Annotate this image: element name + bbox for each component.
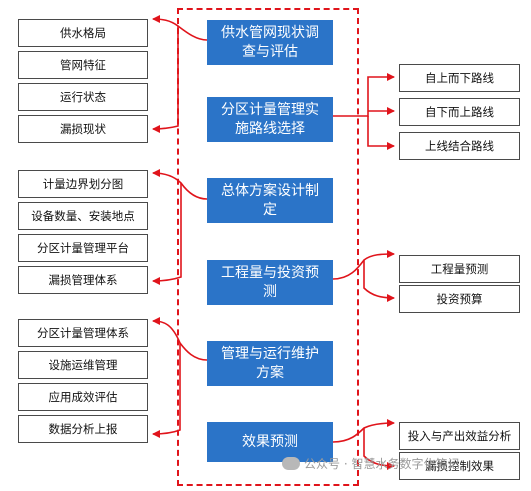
left-item: 分区计量管理体系 bbox=[18, 319, 148, 347]
left-item: 供水格局 bbox=[18, 19, 148, 47]
right-item: 投入与产出效益分析 bbox=[399, 422, 520, 450]
right-item: 工程量预测 bbox=[399, 255, 520, 283]
arrow-right-2-bot bbox=[363, 260, 395, 302]
bracket-left-3b bbox=[152, 343, 181, 438]
bracket-right-1 bbox=[333, 73, 395, 117]
right-item: 漏损控制效果 bbox=[399, 452, 520, 480]
bracket-left-2b bbox=[152, 183, 182, 285]
left-item: 数据分析上报 bbox=[18, 415, 148, 443]
right-item: 自下而上路线 bbox=[399, 98, 520, 126]
bracket-left-1 bbox=[152, 24, 208, 133]
watermark-text: 公众号 · 智慧水务数字化笔记 bbox=[304, 457, 460, 471]
right-item: 上线结合路线 bbox=[399, 132, 520, 160]
bracket-left-2 bbox=[152, 169, 208, 200]
step-route: 分区计量管理实施路线选择 bbox=[207, 97, 333, 142]
arrow-right-3-bot bbox=[363, 428, 395, 470]
right-item: 自上而下路线 bbox=[399, 64, 520, 92]
left-item: 分区计量管理平台 bbox=[18, 234, 148, 262]
step-investment: 工程量与投资预测 bbox=[207, 260, 333, 305]
left-item: 漏损现状 bbox=[18, 115, 148, 143]
arrow-right-1-bot bbox=[367, 116, 395, 150]
arrow-left-1-top bbox=[152, 15, 179, 27]
left-item: 管网特征 bbox=[18, 51, 148, 79]
right-item: 投资预算 bbox=[399, 285, 520, 313]
watermark: 公众号 · 智慧水务数字化笔记 bbox=[282, 455, 459, 472]
step-operation: 管理与运行维护方案 bbox=[207, 341, 333, 386]
step-survey: 供水管网现状调查与评估 bbox=[207, 20, 333, 65]
left-item: 应用成效评估 bbox=[18, 383, 148, 411]
left-item: 漏损管理体系 bbox=[18, 266, 148, 294]
process-frame bbox=[177, 8, 359, 486]
left-item: 运行状态 bbox=[18, 83, 148, 111]
left-item: 设备数量、安装地点 bbox=[18, 202, 148, 230]
step-effect: 效果预测 bbox=[207, 422, 333, 462]
left-item: 计量边界划分图 bbox=[18, 170, 148, 198]
left-item: 设施运维管理 bbox=[18, 351, 148, 379]
wechat-icon bbox=[282, 457, 300, 470]
step-plan: 总体方案设计制定 bbox=[207, 178, 333, 223]
